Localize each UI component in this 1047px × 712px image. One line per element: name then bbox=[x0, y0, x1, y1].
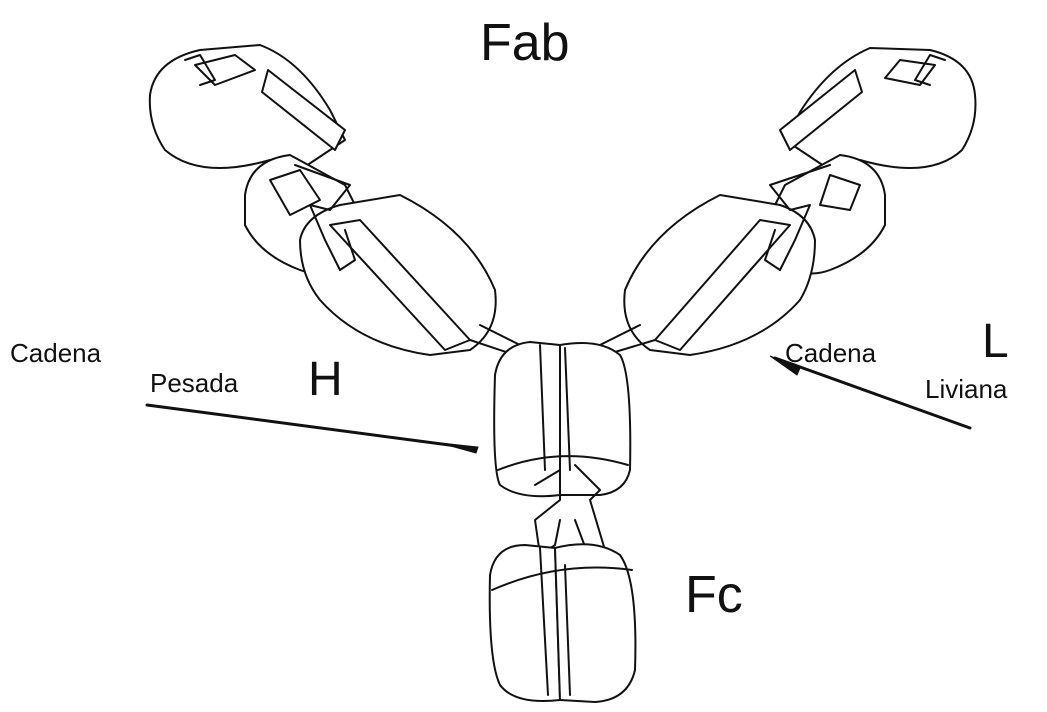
left-fab-arm bbox=[150, 45, 520, 355]
fc-upper-right-domain bbox=[560, 343, 630, 495]
heavy-chain-pointer-line bbox=[147, 405, 472, 448]
fc-upper-domains bbox=[494, 342, 630, 496]
right-fab-arm bbox=[600, 48, 975, 355]
fab-label: Fab bbox=[480, 14, 570, 72]
heavy-chain-letter: H bbox=[308, 353, 343, 406]
fc-upper-left-domain bbox=[494, 342, 560, 496]
heavy-chain-label-pesada: Pesada bbox=[150, 368, 239, 398]
fc-lower-domains bbox=[490, 544, 636, 702]
heavy-chain-label-cadena: Cadena bbox=[10, 338, 102, 368]
light-chain-label-cadena: Cadena bbox=[785, 338, 877, 368]
light-chain-letter: L bbox=[982, 315, 1009, 368]
fc-label: Fc bbox=[685, 566, 743, 624]
fc-lower-left-domain bbox=[490, 545, 560, 701]
heavy-chain-pointer-head bbox=[440, 443, 478, 453]
heavy-chain-pointer bbox=[147, 405, 478, 453]
light-chain-label-liviana: Liviana bbox=[925, 374, 1008, 404]
